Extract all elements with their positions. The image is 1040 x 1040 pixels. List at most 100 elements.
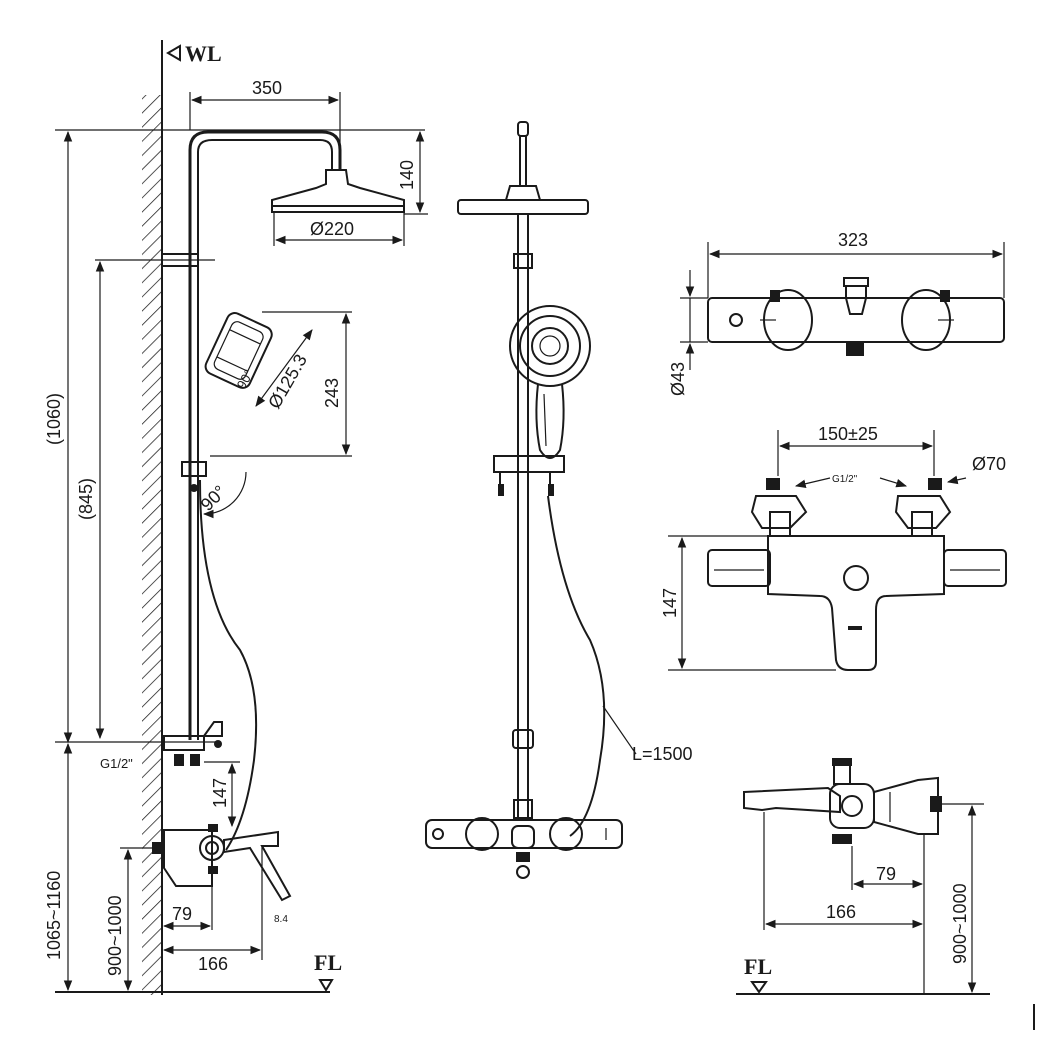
side-mixer-wall-nut xyxy=(930,796,942,812)
hand-shower-handle-line xyxy=(543,393,547,447)
hose-length-label: L=1500 xyxy=(632,744,693,764)
front-mixer-center-outlet xyxy=(511,825,535,849)
dim-1060-text: (1060) xyxy=(44,393,64,445)
inlet-right-flange xyxy=(894,495,952,529)
mixer-side-view: 900~1000 79 166 FL xyxy=(736,758,990,995)
dim-43-text: Ø43 xyxy=(668,362,688,396)
inlet-left-stem xyxy=(769,511,791,537)
dim-150-25-text: 150±25 xyxy=(818,424,878,444)
floor-level-label: FL xyxy=(314,950,342,975)
dim-line-70 xyxy=(946,475,967,485)
dim-845-text: (845) xyxy=(76,478,96,520)
dim-243-text: 243 xyxy=(322,378,342,408)
mixer-pipe-nut xyxy=(174,754,184,766)
floor-level-marker-icon xyxy=(318,979,334,992)
front-mixer-knob-left xyxy=(465,817,499,851)
dim-79-left-text: 79 xyxy=(172,904,192,924)
top-mixer-knob-right-nut xyxy=(940,290,950,302)
front-mixer-body xyxy=(425,819,623,849)
dim-1065-1160-text: 1065~1160 xyxy=(44,871,64,960)
dim-166-left-text: 166 xyxy=(198,954,228,974)
thread-leader xyxy=(794,477,831,488)
side-mixer-top-cap xyxy=(833,763,851,785)
shower-arm-inner xyxy=(197,139,333,740)
dim-angle-small: 90° xyxy=(234,367,257,392)
wall-level-label: WL xyxy=(185,41,222,66)
hand-shower-nozzles xyxy=(539,335,561,357)
side-mixer-top-nut xyxy=(832,758,852,766)
side-mixer-flange xyxy=(873,776,939,835)
dim-125-text: Ø125.3 xyxy=(264,351,311,412)
hose-length-leader xyxy=(602,705,637,755)
front-mixer-spout-nut xyxy=(516,852,530,862)
inlet-left-nut xyxy=(766,478,780,490)
dim-90-text: 90° xyxy=(197,481,230,514)
mixer-handle-right xyxy=(943,549,1007,587)
dim-140-text: 140 xyxy=(397,160,417,190)
dim-350-text: 350 xyxy=(252,78,282,98)
inlet-right-nut xyxy=(928,478,942,490)
dim-323-text: 323 xyxy=(838,230,868,250)
connection-thread-label: G1/2" xyxy=(100,756,133,771)
hose-front xyxy=(547,495,606,837)
floor-level-right-label: FL xyxy=(744,954,772,979)
dim-147-left-text: 147 xyxy=(210,778,230,808)
dim-8-4-text: 8.4 xyxy=(274,914,288,925)
mixer-handle-side-inner xyxy=(205,841,219,855)
connection-thread-small-label: G1/2" xyxy=(832,474,858,485)
inlet-right-stem xyxy=(911,511,933,537)
wall-hatch xyxy=(142,95,162,995)
top-mixer-knob-left-nut xyxy=(770,290,780,302)
front-mixer-left-button xyxy=(432,828,444,840)
dim-166-right-text: 166 xyxy=(826,902,856,922)
dim-900-1000-left-text: 900~1000 xyxy=(105,895,125,976)
dim-900-1000-right-text: 900~1000 xyxy=(950,883,970,964)
dim-220-text: Ø220 xyxy=(310,219,354,239)
mixer-outlet-circle xyxy=(843,565,869,591)
wall-level-marker-icon xyxy=(166,44,181,62)
riser-coupling-lower xyxy=(513,799,533,819)
hose-side xyxy=(199,479,258,851)
mixer-front-view: 150±25 G1/2" Ø70 147 xyxy=(660,424,1007,671)
top-mixer-left-button xyxy=(729,313,743,327)
mixer-body-front xyxy=(767,535,945,671)
top-pipe-cap xyxy=(517,121,529,137)
front-mixer-knob-right xyxy=(549,817,583,851)
dim-70-text: Ø70 xyxy=(972,454,1006,474)
front-slide-bracket-tab xyxy=(548,484,554,496)
top-mixer-body xyxy=(707,297,1005,343)
mixer-top-nozzle xyxy=(202,721,223,737)
front-mixer-spout xyxy=(516,865,530,879)
hand-shower-face-inner xyxy=(531,327,569,365)
side-mixer-body xyxy=(829,783,875,829)
hand-shower-face-mid xyxy=(519,315,581,377)
front-slide-bracket xyxy=(493,455,565,473)
mixer-knob-top xyxy=(208,824,218,832)
mixer-top-view: 323 Ø43 xyxy=(668,230,1005,396)
top-mixer-center-spout xyxy=(846,342,864,356)
floor-level-right-marker-icon xyxy=(750,981,768,994)
front-view: L=1500 xyxy=(425,121,693,879)
dim-147-right-text: 147 xyxy=(660,588,680,618)
front-slide-bracket-tab xyxy=(498,484,504,496)
mixer-top-nozzle-cap xyxy=(214,740,222,748)
dim-79-right-text: 79 xyxy=(876,864,896,884)
mixer-body-side xyxy=(163,829,213,887)
side-mixer-spout xyxy=(743,786,841,814)
front-overhead-head xyxy=(457,199,589,215)
mixer-bracket xyxy=(163,735,205,751)
riser-coupling xyxy=(512,729,534,749)
mixer-pipe-nut xyxy=(190,754,200,766)
mixer-knob-bottom xyxy=(208,866,218,874)
dim-line-125 xyxy=(255,329,313,407)
side-view: WL 350 140 Ø220 (1060) (845) xyxy=(44,40,428,995)
bath-spout-side xyxy=(223,830,292,902)
side-mixer-handle xyxy=(841,795,863,817)
mixer-handle-left xyxy=(707,549,771,587)
thread-leader xyxy=(879,477,908,488)
slide-holder-knob xyxy=(190,484,198,492)
hand-shower-face-outer xyxy=(509,305,591,387)
top-mixer-center-outlet xyxy=(845,285,867,315)
shower-arm xyxy=(188,130,342,740)
